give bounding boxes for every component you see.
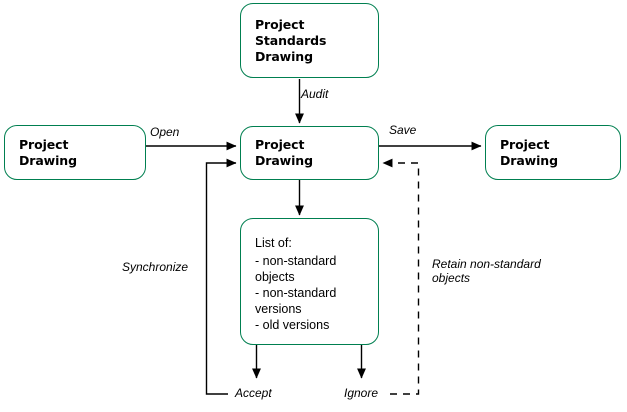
connector-synchronize — [205, 158, 237, 395]
list-heading: List of: — [255, 236, 292, 250]
edge-label-ignore: Ignore — [344, 386, 379, 400]
node-project-standards-drawing[interactable]: Project Standards Drawing — [240, 3, 379, 78]
edge-label-audit: Audit — [301, 87, 329, 101]
node-label: Project Drawing — [500, 136, 558, 168]
node-label: Project Drawing — [19, 136, 77, 168]
edge-label-synchronize: Synchronize — [122, 260, 189, 274]
node-list-of-issues[interactable]: List of: - non-standard objects - non-st… — [240, 218, 379, 345]
node-label: Project Standards Drawing — [255, 16, 327, 64]
connector-retain-non-standard-objects — [382, 158, 420, 395]
list-item: - non-standard objects — [255, 254, 337, 284]
edge-label-open: Open — [150, 125, 180, 139]
edge-label-retain-non-standard-objects: Retain non-standard objects — [432, 257, 541, 285]
edge-label-save: Save — [389, 123, 417, 137]
node-label: Project Drawing — [255, 137, 313, 168]
edge-label-accept: Accept — [235, 386, 272, 400]
list-item: - old versions — [255, 318, 330, 332]
issue-list: - non-standard objects - non-standard ve… — [241, 253, 378, 333]
node-project-drawing-saved[interactable]: Project Drawing — [485, 125, 621, 180]
node-project-drawing-current[interactable]: Project Drawing — [240, 126, 379, 180]
node-project-drawing-source[interactable]: Project Drawing — [4, 125, 146, 180]
list-item: - non-standard versions — [255, 286, 337, 316]
